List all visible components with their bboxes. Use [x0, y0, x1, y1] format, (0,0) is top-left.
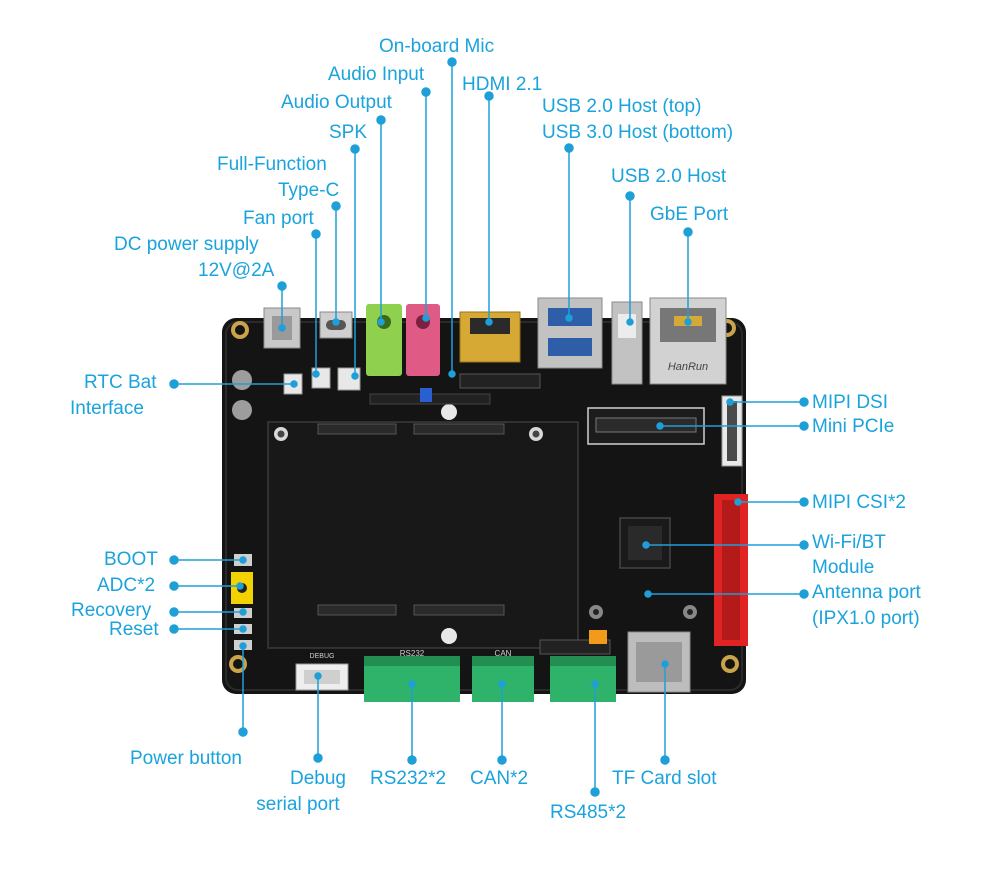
label-mini-pcie: Mini PCIe	[812, 416, 895, 437]
label-debug-serial: serial port	[256, 794, 340, 815]
label-audio-output: Audio Output	[281, 92, 392, 113]
label-recovery: Recovery	[71, 600, 152, 621]
label-usb-top: USB 2.0 Host (top)	[542, 96, 702, 117]
label-spk: SPK	[329, 122, 368, 143]
label-rtc-interface: Interface	[70, 398, 144, 419]
label-power-button: Power button	[130, 748, 242, 769]
leader-lines	[169, 57, 809, 797]
debug-silkscreen: DEBUG	[310, 653, 335, 660]
label-antenna-type: (IPX1.0 port)	[812, 608, 920, 629]
label-antenna-port: Antenna port	[812, 582, 921, 603]
eth-brand-text: HanRun	[668, 361, 708, 373]
label-rs485: RS485*2	[550, 802, 627, 823]
label-usb-bottom: USB 3.0 Host (bottom)	[542, 122, 734, 143]
label-dc-power-rating: 12V@2A	[198, 260, 275, 281]
can-silkscreen: CAN	[495, 649, 512, 658]
label-hdmi: HDMI 2.1	[462, 74, 543, 95]
label-tf-card: TF Card slot	[612, 768, 717, 789]
label-debug: Debug	[290, 768, 346, 789]
pcb-board	[222, 318, 748, 694]
label-wifi-module: Module	[812, 557, 875, 578]
label-rtc-bat: RTC Bat	[84, 372, 157, 393]
label-dc-power: DC power supply	[114, 234, 259, 255]
label-fan-port: Fan port	[243, 208, 314, 229]
label-wifi-bt: Wi-Fi/BT	[812, 532, 886, 553]
label-gbe-port: GbE Port	[650, 204, 729, 225]
rs232-silkscreen: RS232	[400, 649, 425, 658]
label-reset: Reset	[109, 619, 159, 640]
label-usb20-host: USB 2.0 Host	[611, 166, 727, 187]
label-onboard-mic: On-board Mic	[379, 36, 495, 57]
label-mipi-dsi: MIPI DSI	[812, 392, 889, 413]
label-type-c: Type-C	[278, 180, 340, 201]
label-mipi-csi: MIPI CSI*2	[812, 492, 906, 513]
label-can: CAN*2	[470, 768, 529, 789]
label-full-function: Full-Function	[217, 154, 327, 175]
label-rs232: RS232*2	[370, 768, 447, 789]
label-audio-input: Audio Input	[328, 64, 425, 85]
label-boot: BOOT	[104, 549, 158, 570]
label-adc: ADC*2	[97, 575, 156, 596]
